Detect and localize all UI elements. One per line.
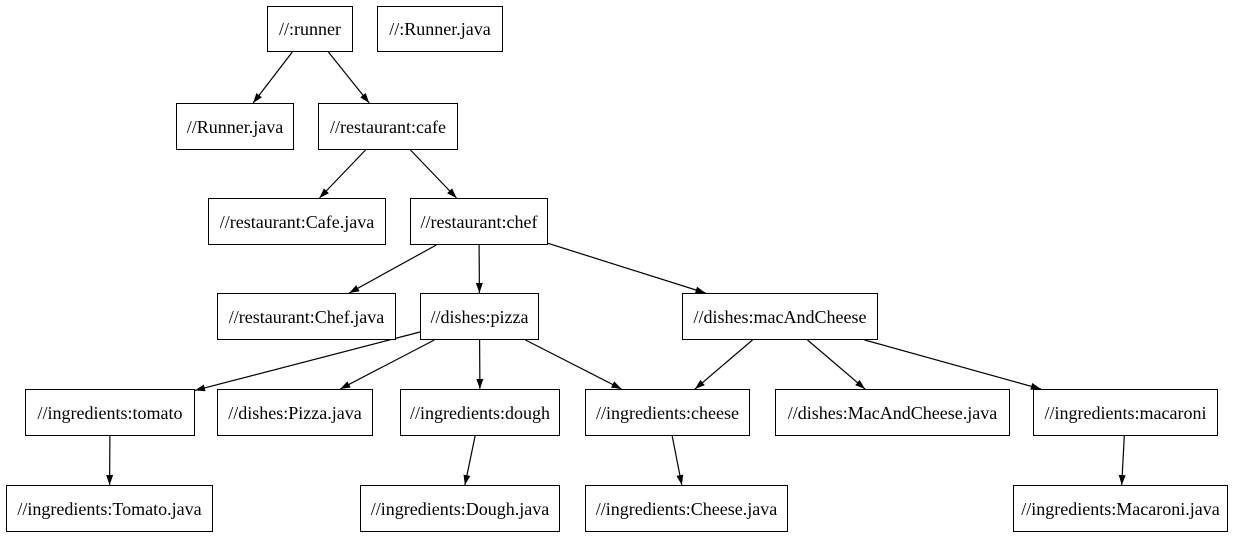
graph-edge-cafe-to-cafe-java [319,149,366,199]
edges-group [106,51,1126,486]
graph-edge-cafe-to-chef [410,149,457,199]
graph-node-runner-java: //Runner.java [176,103,294,150]
graph-edge-chef-to-chef-java [348,244,437,294]
graph-node-chef: //restaurant:chef [410,198,548,245]
graph-edge-runner-to-cafe [327,51,370,104]
graph-node-dough: //ingredients:dough [400,389,560,436]
graph-edge-chef-to-mac-and-cheese [547,242,706,294]
graph-node-tomato-java: //ingredients:Tomato.java [6,485,213,532]
graph-node-macaroni-java: //ingredients:Macaroni.java [1013,485,1228,532]
graph-edge-mac-and-cheese-to-macaroni [864,339,1042,390]
graph-node-pizza-java: //dishes:Pizza.java [217,389,373,436]
graph-edge-mac-and-cheese-to-cheese [694,339,753,390]
graph-node-runner: //:runner [267,6,353,52]
graph-node-macaroni: //ingredients:macaroni [1033,389,1218,436]
graph-edge-pizza-to-tomato [194,331,421,392]
graph-edge-pizza-to-pizza-java [339,339,435,390]
graph-node-cheese: //ingredients:cheese [585,389,750,436]
graph-node-runner-java-file: //:Runner.java [377,6,503,52]
graph-node-pizza: //dishes:pizza [420,293,539,340]
graph-node-cafe: //restaurant:cafe [318,103,458,150]
graph-node-tomato: //ingredients:tomato [25,389,195,436]
graph-node-cafe-java: //restaurant:Cafe.java [208,198,386,245]
graph-edge-runner-to-runner-java [252,51,293,104]
graph-node-dough-java: //ingredients:Dough.java [360,485,560,532]
graph-edge-macaroni-to-macaroni-java [1118,435,1126,486]
graph-node-cheese-java: //ingredients:Cheese.java [585,485,788,532]
graph-node-mac-and-cheese: //dishes:macAndCheese [682,293,878,340]
graph-edge-cheese-to-cheese-java [671,435,684,486]
graph-node-chef-java: //restaurant:Chef.java [217,293,396,340]
graph-edge-pizza-to-cheese [525,339,622,390]
graph-node-mac-and-cheese-java: //dishes:MacAndCheese.java [775,389,1010,436]
graph-edge-dough-to-dough-java [463,435,476,486]
graph-edge-mac-and-cheese-to-mac-and-cheese-java [807,339,866,390]
